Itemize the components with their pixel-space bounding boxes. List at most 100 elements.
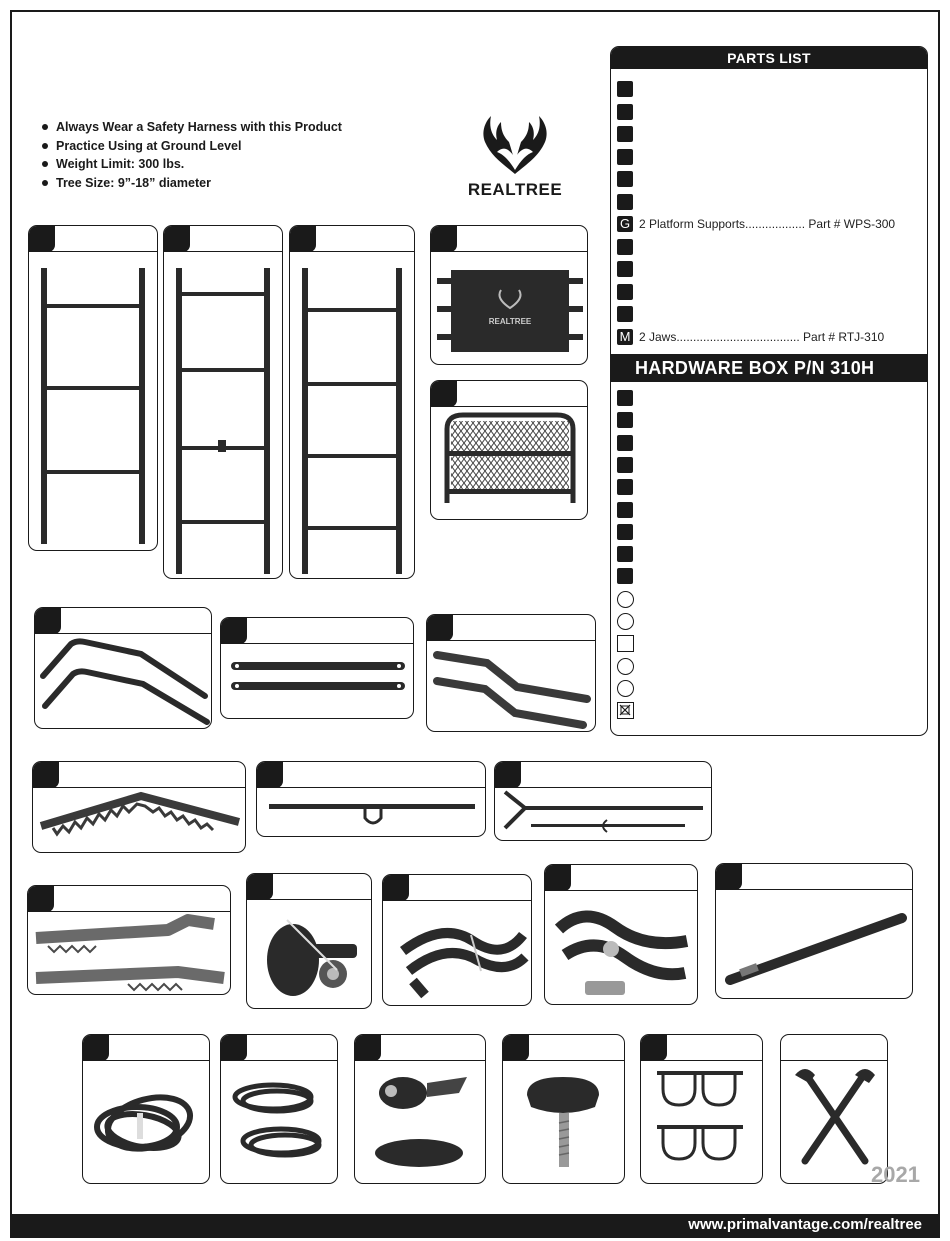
part-ladder-section-a xyxy=(28,225,158,551)
rope-illustration xyxy=(94,1094,194,1152)
bar-illustration xyxy=(433,651,591,729)
ratchet-strap-illustration xyxy=(267,919,357,996)
ladder-illustration xyxy=(41,268,145,544)
hardware-row xyxy=(617,434,923,451)
part-jaw-rails xyxy=(27,885,231,995)
parts-list-row xyxy=(617,283,923,300)
parts-list-title: PARTS LIST xyxy=(611,47,927,69)
part-letter-tag xyxy=(383,875,409,901)
support-illustration xyxy=(231,662,405,690)
part-ratchet-strap-large xyxy=(544,864,698,1005)
part-header xyxy=(221,1035,337,1061)
part-letter-tag xyxy=(716,864,742,890)
part-header xyxy=(495,762,711,788)
hardware-row xyxy=(617,523,923,540)
part-letter-badge xyxy=(617,238,633,255)
part-strap xyxy=(382,874,532,1006)
hardware-row xyxy=(617,390,923,406)
jaw-rail-illustration xyxy=(35,914,225,992)
rail-illustration xyxy=(40,638,210,725)
knob-illustration xyxy=(527,1077,599,1167)
part-letter-tag xyxy=(257,762,283,788)
hardware-row xyxy=(617,568,923,585)
warning-item: Tree Size: 9”-18” diameter xyxy=(42,174,342,193)
part-description: 2 Jaws..................................… xyxy=(639,329,885,344)
hardware-row xyxy=(617,501,923,518)
part-letter-tag xyxy=(431,381,457,407)
crossed-square-marker xyxy=(617,702,634,720)
hardware-row xyxy=(617,479,923,496)
parts-list-row xyxy=(617,148,923,165)
part-letter-badge xyxy=(617,103,633,120)
part-header xyxy=(28,886,230,912)
part-rope xyxy=(82,1034,210,1184)
part-header xyxy=(33,762,245,788)
part-u-clips xyxy=(640,1034,763,1184)
hardware-letter-badge xyxy=(617,456,633,473)
part-header xyxy=(221,618,413,644)
part-cam-strap xyxy=(354,1034,486,1184)
footer-url[interactable]: www.primalvantage.com/realtree xyxy=(12,1214,938,1236)
part-cords xyxy=(220,1034,338,1184)
part-letter-tag xyxy=(28,886,54,912)
seat-illustration: REALTREE xyxy=(437,270,583,352)
part-y-bar xyxy=(494,761,712,841)
part-letter-badge xyxy=(617,171,633,187)
part-header xyxy=(781,1035,887,1061)
cords-illustration xyxy=(232,1082,322,1158)
part-letter-tag xyxy=(545,865,571,891)
parts-list-row xyxy=(617,171,923,187)
part-letter-badge xyxy=(617,261,633,277)
circle-marker xyxy=(617,590,634,608)
u-clip-illustration xyxy=(657,1071,743,1161)
part-letter-badge xyxy=(617,193,633,210)
part-header xyxy=(83,1035,209,1061)
part-letter-tag xyxy=(427,615,453,641)
hardware-letter-badge xyxy=(617,479,633,496)
ladder-illustration xyxy=(176,268,270,574)
part-bent-rails xyxy=(34,607,212,729)
part-seat: REALTREE xyxy=(430,225,588,365)
part-header xyxy=(355,1035,485,1061)
part-platform-supports xyxy=(220,617,414,719)
part-letter-tag xyxy=(35,608,61,634)
hardware-letter-badge xyxy=(617,523,633,540)
hardware-row xyxy=(617,590,923,608)
part-header xyxy=(427,615,595,641)
hardware-letter-badge xyxy=(617,568,633,585)
hardware-letter-badge xyxy=(617,412,633,429)
part-header xyxy=(247,874,371,900)
parts-list-row xyxy=(617,193,923,210)
part-header xyxy=(164,226,282,252)
parts-list-row xyxy=(617,261,923,277)
hardware-row xyxy=(617,613,923,630)
part-letter-tag xyxy=(290,226,316,252)
hardware-row xyxy=(617,657,923,675)
part-hook-bar xyxy=(256,761,486,837)
part-ladder-section-c xyxy=(289,225,415,579)
realtree-logo: REALTREE xyxy=(440,112,590,204)
hardware-box-title: HARDWARE BOX P/N 310H xyxy=(611,354,927,382)
part-letter-tag xyxy=(247,874,273,900)
part-header xyxy=(545,865,697,891)
wrench-icon xyxy=(795,1069,875,1165)
part-platform xyxy=(430,380,588,520)
part-ladder-section-b xyxy=(163,225,283,579)
part-description: 2 Platform Supports.................. Pa… xyxy=(639,217,896,231)
manual-page: Always Wear a Safety Harness with this P… xyxy=(10,10,940,1238)
cam-strap-illustration xyxy=(375,1077,467,1167)
tools-wrenches xyxy=(780,1034,888,1184)
part-letter-tag xyxy=(641,1035,667,1061)
parts-list-row xyxy=(617,306,923,322)
part-letter-tag xyxy=(495,762,521,788)
antler-icon xyxy=(483,116,547,174)
hook-bar-illustration xyxy=(269,804,475,825)
parts-list-row xyxy=(617,103,923,120)
parts-list-row xyxy=(617,81,923,97)
part-header xyxy=(290,226,414,252)
hardware-row xyxy=(617,635,923,653)
part-header xyxy=(383,875,531,901)
